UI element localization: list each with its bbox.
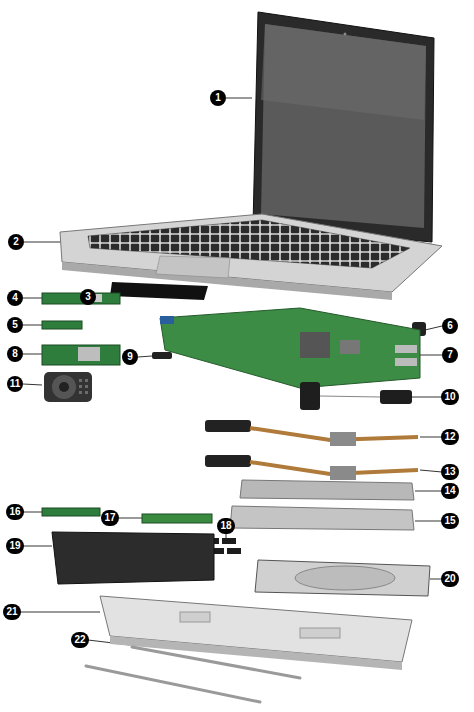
callout-number: 18 xyxy=(217,518,234,534)
hard-drive xyxy=(255,560,430,596)
bracket-lower xyxy=(230,506,414,530)
callout-number: 4 xyxy=(7,290,23,306)
system-board xyxy=(160,308,420,388)
callout-number: 21 xyxy=(3,604,20,620)
rubber-feet xyxy=(86,647,300,702)
bracket xyxy=(240,480,414,500)
callout-number: 15 xyxy=(441,513,458,529)
speakers xyxy=(300,382,412,410)
base-enclosure xyxy=(100,596,412,670)
callout-number: 22 xyxy=(71,632,88,648)
callout-number: 19 xyxy=(6,538,23,554)
callout-number: 11 xyxy=(7,376,24,392)
callout-number: 3 xyxy=(80,289,96,305)
callout-number: 13 xyxy=(441,464,458,480)
fan xyxy=(44,372,92,402)
callout-number: 6 xyxy=(442,318,458,334)
top-cover xyxy=(60,214,442,300)
callout-number: 7 xyxy=(442,347,458,363)
callout-number: 10 xyxy=(441,389,458,405)
usb-board xyxy=(42,345,120,365)
touchpad xyxy=(110,282,208,300)
small-board xyxy=(42,321,82,329)
callout-number: 8 xyxy=(7,346,23,362)
wlan-module xyxy=(42,508,100,516)
callout-number: 17 xyxy=(101,510,118,526)
callout-number: 5 xyxy=(7,317,23,333)
battery xyxy=(52,532,214,584)
callout-number: 9 xyxy=(122,349,138,365)
callout-number: 20 xyxy=(441,571,458,587)
callout-number: 2 xyxy=(8,234,24,250)
memory-module xyxy=(142,514,212,523)
callout-number: 12 xyxy=(441,429,458,445)
callout-number: 14 xyxy=(441,483,458,499)
display-assembly xyxy=(253,12,434,252)
heat-sink-alt xyxy=(205,455,418,480)
small-part xyxy=(152,352,172,359)
callout-number: 16 xyxy=(6,504,23,520)
callout-number: 1 xyxy=(210,90,226,106)
heat-sink xyxy=(205,420,418,446)
